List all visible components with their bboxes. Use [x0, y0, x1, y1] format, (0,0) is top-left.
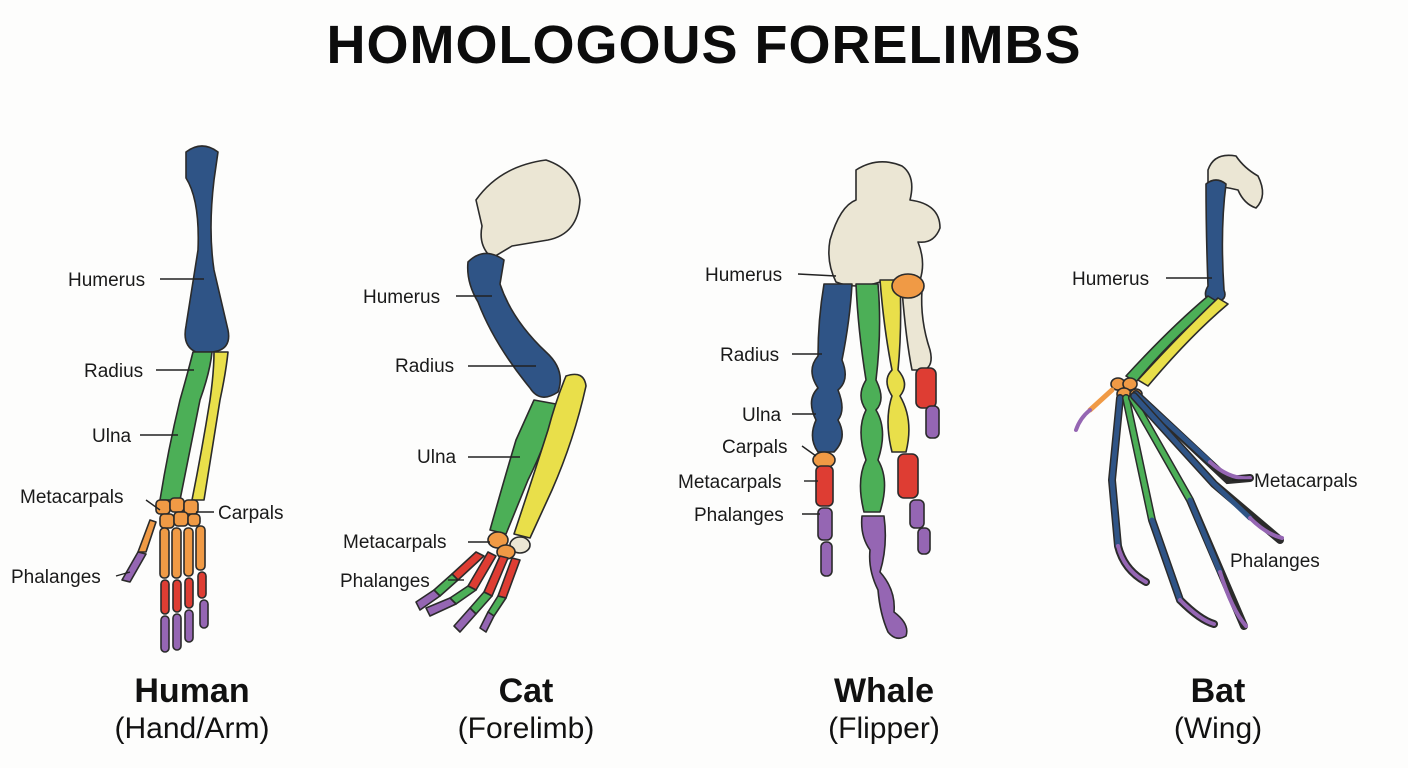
whale-humerus: [828, 161, 941, 287]
bat-digits: [1074, 387, 1284, 630]
human-radius-label: Radius: [84, 361, 143, 382]
cat-toes: [415, 551, 521, 633]
whale-name: Whale: [833, 672, 935, 710]
human-humerus-label: Humerus: [68, 270, 145, 291]
bat-subtitle: (Wing): [1173, 712, 1263, 745]
cat-humerus-label: Humerus: [363, 287, 440, 308]
cat-phalanges-label: Phalanges: [340, 571, 430, 592]
bat-limb: Humerus Metacarpals Phalanges: [1072, 154, 1358, 630]
human-name: Human: [134, 672, 250, 710]
cat-scapula: [475, 159, 581, 259]
human-limb: Humerus Radius Ulna Metacarpals Carpals …: [11, 145, 283, 653]
whale-phalanges-label: Phalanges: [694, 505, 784, 526]
whale-carpals-label: Carpals: [722, 437, 787, 458]
whale-finger-bones: [815, 367, 940, 640]
bat-phalanges-label: Phalanges: [1230, 551, 1320, 572]
whale-limb: Humerus Radius Ulna Carpals Metacarpals …: [678, 161, 941, 640]
cat-limb: Humerus Radius Ulna Metacarpals Phalange…: [340, 159, 587, 633]
cat-subtitle: (Forelimb): [457, 712, 595, 745]
human-ulna: [191, 351, 229, 501]
bat-scapula: [1207, 154, 1264, 209]
whale-digit-tan: [901, 289, 932, 371]
whale-ulna: [879, 279, 910, 453]
cat-ulna-label: Ulna: [417, 447, 457, 468]
human-carpals-label: Carpals: [218, 503, 283, 524]
cat-name: Cat: [498, 672, 554, 710]
bat-radius: [1125, 295, 1219, 383]
whale-ulna-label: Ulna: [742, 405, 782, 426]
whale-radius: [810, 283, 853, 453]
human-metacarpals-label: Metacarpals: [20, 487, 124, 508]
whale-carpals: [812, 273, 925, 469]
whale-radius-label: Radius: [720, 345, 779, 366]
bat-ulna: [1137, 297, 1229, 387]
human-radius: [159, 351, 213, 501]
human-humerus: [184, 145, 230, 353]
whale-digit-green: [855, 283, 886, 513]
human-phalanges-label: Phalanges: [11, 567, 101, 588]
whale-subtitle: (Flipper): [828, 712, 940, 745]
cat-radius-label: Radius: [395, 356, 454, 377]
human-carpals: [155, 497, 201, 529]
bat-humerus: [1204, 179, 1227, 303]
page-title: HOMOLOGOUS FORELIMBS: [326, 15, 1082, 75]
bat-humerus-label: Humerus: [1072, 269, 1149, 290]
whale-humerus-label: Humerus: [705, 265, 782, 286]
human-ulna-label: Ulna: [92, 426, 132, 447]
cat-metacarpals-label: Metacarpals: [343, 532, 447, 553]
bat-metacarpals-label: Metacarpals: [1254, 471, 1358, 492]
bat-name: Bat: [1190, 672, 1246, 710]
cat-ulna: [513, 373, 587, 539]
whale-metacarpals-label: Metacarpals: [678, 472, 782, 493]
human-fingers: [121, 519, 209, 653]
cat-humerus: [466, 252, 562, 398]
human-subtitle: (Hand/Arm): [114, 712, 270, 745]
